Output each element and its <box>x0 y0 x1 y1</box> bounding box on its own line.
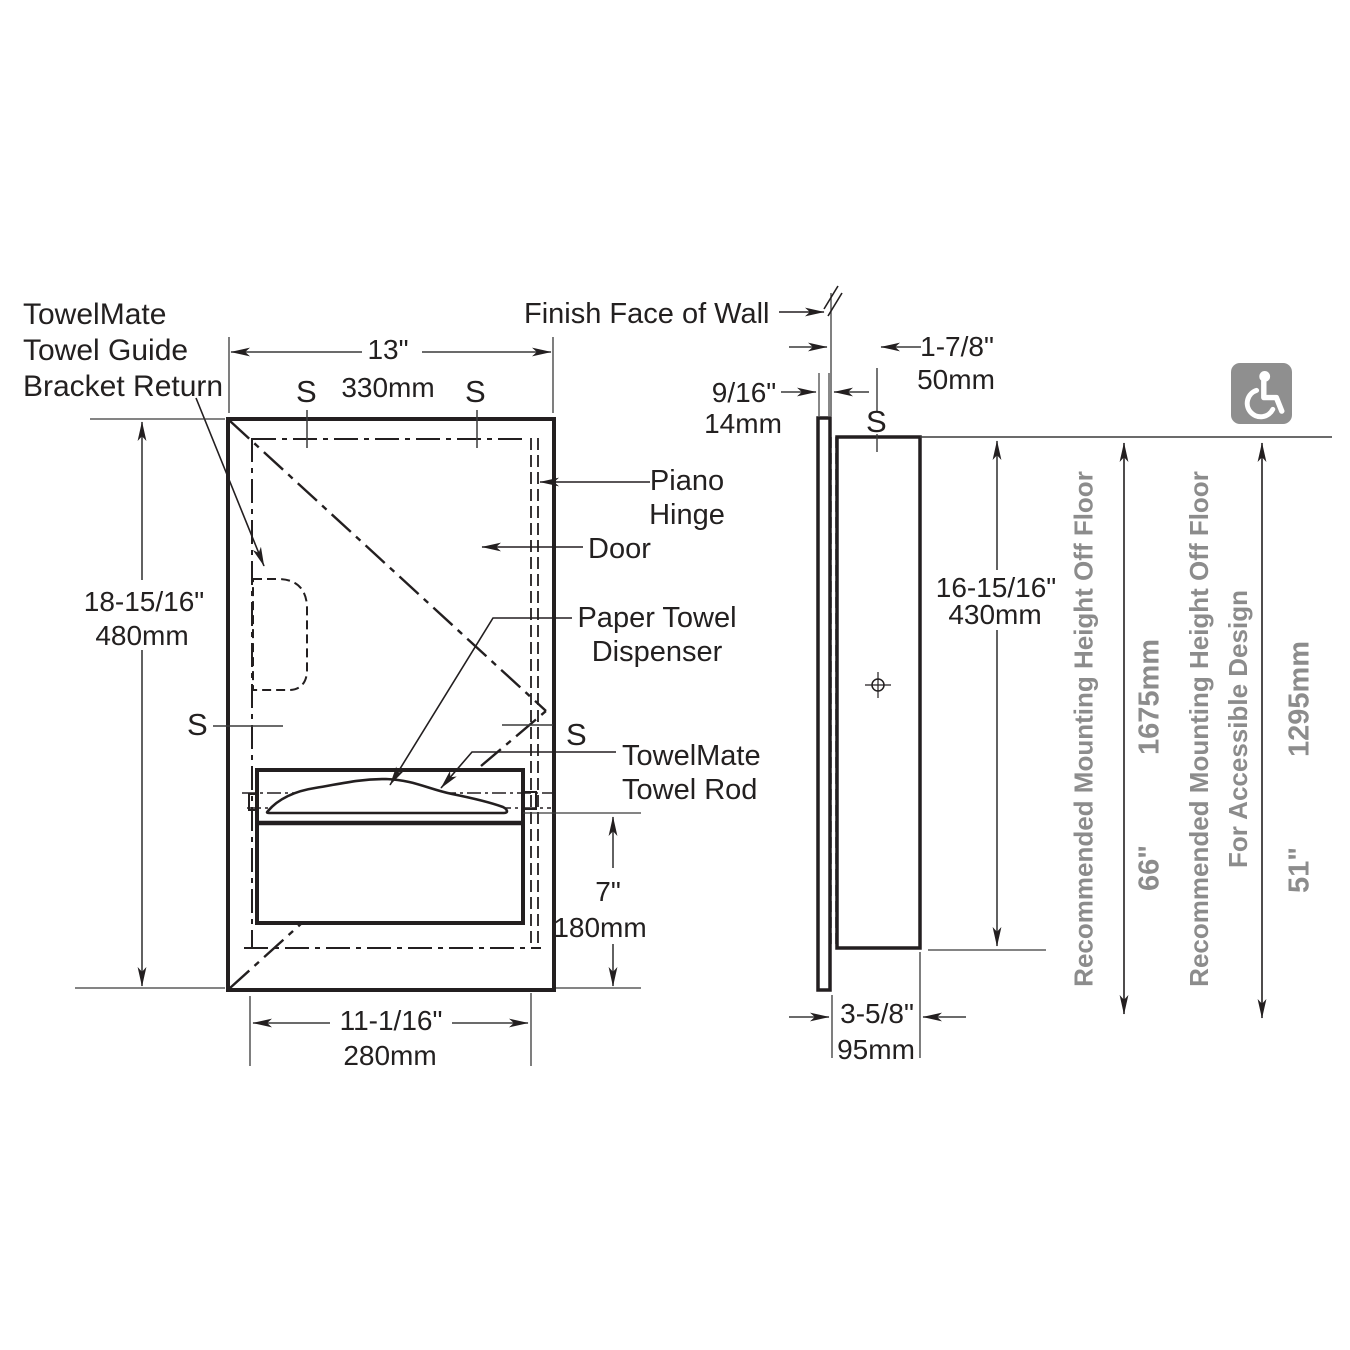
dim-height-mm: 480mm <box>95 620 189 651</box>
dim-depth-mm: 95mm <box>837 1034 915 1065</box>
dim-width-in: 13" <box>367 334 409 365</box>
side-view <box>816 285 1332 992</box>
mounting-accessible-label: Recommended Mounting Height Off Floor Fo… <box>1184 471 1253 987</box>
bracket-return-label: TowelMate Towel Guide Bracket Return <box>23 297 223 405</box>
fastener-s-left: S <box>187 707 208 742</box>
dim-depth-in: 3-5/8" <box>840 998 914 1029</box>
paper-towel-dispenser-label: Paper Towel Dispenser <box>577 602 737 668</box>
wheelchair-icon <box>1231 363 1292 424</box>
towel-rod-label: TowelMate Towel Rod <box>622 740 761 806</box>
bracket-return-line2: Towel Guide <box>23 334 189 367</box>
dim-width-mm: 330mm <box>341 372 435 403</box>
bracket-return-outline <box>252 578 308 691</box>
mounting-height-arrows <box>1119 442 1267 1019</box>
dim-flange-mm: 14mm <box>704 408 782 439</box>
dim-cabheight-mm: 430mm <box>948 599 1042 630</box>
dim-lower-mm: 180mm <box>553 912 647 943</box>
leader-lines <box>195 307 825 789</box>
dim-height-in: 18-15/16" <box>83 586 205 617</box>
piano-hinge-strip <box>530 438 539 948</box>
bracket-return-line3: Bracket Return <box>23 370 224 403</box>
dim-opening-in: 11-1/16" <box>339 1005 443 1036</box>
fastener-s-right: S <box>566 717 587 752</box>
front-view <box>213 410 557 992</box>
mounting-accessible-value: 51" 1295mm <box>1283 640 1316 894</box>
dim-flange-in: 9/16" <box>711 377 777 408</box>
wheelchair-symbol-glyph <box>1244 370 1284 419</box>
dim-offset-in: 1-7/8" <box>920 331 994 362</box>
mounting-standard-value: 66" 1675mm <box>1133 638 1166 892</box>
mounting-standard-label: Recommended Mounting Height Off Floor <box>1068 471 1099 987</box>
piano-hinge-label: Piano Hinge <box>649 465 725 531</box>
towel-shape <box>265 777 509 815</box>
dim-lower-in: 7" <box>595 876 621 907</box>
fastener-s-top-left: S <box>296 374 317 409</box>
finish-face-label: Finish Face of Wall <box>524 298 770 330</box>
fastener-s-top-right: S <box>465 374 486 409</box>
recessed-cabinet <box>835 435 922 950</box>
dimension-lines <box>75 337 1046 1066</box>
wall-flange <box>816 416 832 992</box>
door-label: Door <box>588 533 651 565</box>
dim-opening-mm: 280mm <box>343 1040 437 1071</box>
bracket-return-line1: TowelMate <box>23 298 167 331</box>
fastener-s-side: S <box>866 404 887 439</box>
dim-cabheight-in: 16-15/16" <box>935 572 1057 603</box>
dim-offset-mm: 50mm <box>917 364 995 395</box>
